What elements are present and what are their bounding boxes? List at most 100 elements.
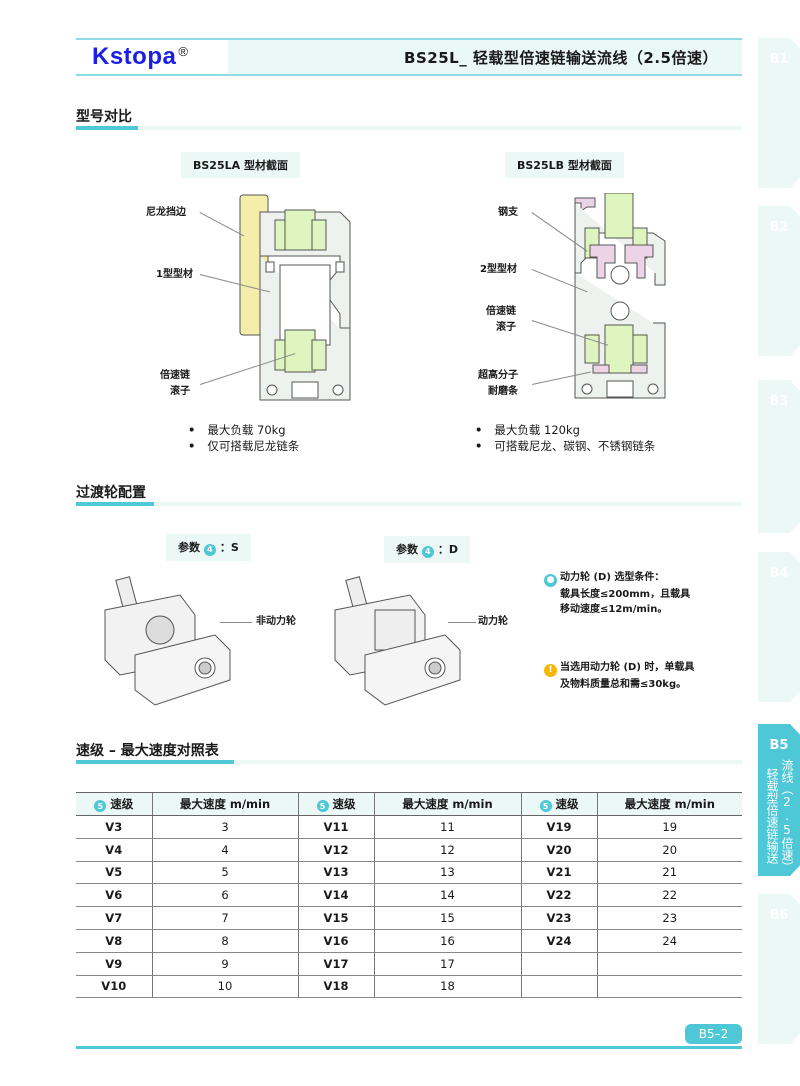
side-tab-b6[interactable]: B6 [758, 894, 800, 1044]
max-speed-cell [596, 975, 742, 999]
speed-level-cell: V8 [76, 929, 152, 953]
speed-level-cell: V16 [297, 929, 374, 953]
tip-powered-wheel-load: !当选用动力轮 (D) 时，单载具 及物料质量总和需≤30kg。 [544, 660, 694, 692]
speed-level-cell: V13 [297, 861, 374, 885]
max-speed-cell: 24 [596, 929, 742, 953]
max-speed-cell: 9 [151, 952, 298, 976]
callout-powered-wheel: 动力轮 [478, 616, 508, 627]
side-tab-b2[interactable]: B2 [758, 206, 800, 356]
speed-level-cell: V20 [520, 838, 597, 862]
max-speed-cell: 16 [373, 929, 521, 953]
section-speed-title: 速级 – 最大速度对照表 [76, 740, 742, 764]
callout-uhmw-wear-strip: 超高分子 耐磨条 [478, 370, 518, 397]
brand-logo: Kstopa® [92, 43, 189, 70]
non-powered-wheel-drawing [104, 576, 231, 706]
max-speed-cell: 11 [373, 815, 521, 839]
warning-icon: ! [544, 664, 557, 677]
max-speed-cell: 7 [151, 906, 298, 930]
section-compare-title: 型号对比 [76, 106, 742, 130]
speed-level-cell: V17 [297, 952, 374, 976]
max-speed-cell: 21 [596, 861, 742, 885]
max-speed-cell: 4 [151, 838, 298, 862]
max-speed-cell: 20 [596, 838, 742, 862]
side-tab-b5-title: 轻载型倍速链输送 流线（2.5倍速） [765, 759, 794, 873]
speed-level-cell [520, 952, 597, 976]
speed-level-cell: V19 [520, 815, 597, 839]
max-speed-cell: 22 [596, 883, 742, 908]
speed-level-cell: V24 [520, 929, 597, 953]
speed-level-cell: V15 [297, 906, 374, 930]
max-speed-cell: 18 [373, 975, 521, 999]
side-tab-b3[interactable]: B3 [758, 380, 800, 533]
powered-wheel-drawing [334, 576, 461, 706]
bs25la-specs: 最大负载 70kg 仅可搭载尼龙链条 [188, 422, 299, 454]
max-speed-cell: 6 [151, 883, 298, 908]
max-speed-cell: 12 [373, 838, 521, 862]
max-speed-cell: 10 [151, 975, 298, 999]
max-speed-cell: 14 [373, 883, 521, 908]
speed-level-cell: V11 [297, 815, 374, 839]
callout-non-powered-wheel: 非动力轮 [256, 616, 296, 627]
speed-level-cell: V4 [76, 838, 152, 862]
callout-chain-roller-left: 倍速链 滚子 [160, 370, 190, 397]
param-4-badge: 4 [421, 545, 434, 558]
speed-level-cell: V12 [297, 838, 374, 862]
footer-divider [76, 1046, 742, 1049]
callout-type1-profile: 1型型材 [156, 269, 193, 280]
speed-level-cell: V3 [76, 815, 152, 839]
param-4-badge: 4 [203, 543, 216, 556]
speed-level-cell [520, 975, 597, 999]
param-5-badge: 5 [316, 800, 329, 813]
speed-level-cell: V6 [76, 883, 152, 908]
page-header: Kstopa® BS25L_ 轻载型倍速链输送流线（2.5倍速） [76, 38, 742, 76]
speed-level-cell: V23 [520, 906, 597, 930]
option-s-caption: 参数 4：S [166, 534, 251, 561]
callout-nylon-edge: 尼龙挡边 [146, 207, 186, 218]
callout-type2-profile: 2型型材 [480, 264, 517, 275]
max-speed-cell: 8 [151, 929, 298, 953]
page-title: BS25L_ 轻载型倍速链输送流线（2.5倍速） [228, 40, 742, 74]
max-speed-cell: 17 [373, 952, 521, 976]
speed-level-cell: V22 [520, 883, 597, 908]
callout-chain-roller-right: 倍速链 滚子 [486, 306, 516, 333]
caption-bs25la: BS25LA 型材截面 [181, 152, 300, 178]
caption-bs25lb: BS25LB 型材截面 [505, 152, 624, 178]
speed-level-cell: V7 [76, 906, 152, 930]
page-number: B5–2 [685, 1024, 742, 1044]
max-speed-cell: 5 [151, 861, 298, 885]
side-tab-b4[interactable]: B4 [758, 552, 800, 702]
side-tab-b5[interactable]: B5 轻载型倍速链输送 流线（2.5倍速） [758, 724, 800, 876]
max-speed-cell: 15 [373, 906, 521, 930]
bs25la-profile-diagram [239, 194, 351, 401]
tip-powered-wheel-conditions: ●动力轮 (D) 选型条件： 载具长度≤200mm，且载具 移动速度≤12m/m… [544, 570, 690, 617]
speed-level-cell: V9 [76, 952, 152, 976]
speed-level-cell: V14 [297, 883, 374, 908]
bs25lb-specs: 最大负载 120kg 可搭载尼龙、碳钢、不锈钢链条 [475, 422, 655, 454]
side-tab-b1[interactable]: B1 [758, 38, 800, 188]
param-5-badge: 5 [94, 800, 107, 813]
max-speed-cell: 13 [373, 861, 521, 885]
speed-level-cell: V10 [76, 975, 152, 999]
speed-level-cell: V5 [76, 861, 152, 885]
speed-level-cell: V21 [520, 861, 597, 885]
speed-level-cell: V18 [297, 975, 374, 999]
section-transition-title: 过渡轮配置 [76, 482, 742, 506]
max-speed-cell: 23 [596, 906, 742, 930]
max-speed-cell [596, 952, 742, 976]
param-5-badge: 5 [539, 800, 552, 813]
callout-steel-support: 钢支 [498, 207, 518, 218]
max-speed-cell: 19 [596, 815, 742, 839]
max-speed-cell: 3 [151, 815, 298, 839]
lightbulb-icon: ● [544, 574, 557, 587]
bs25lb-profile-diagram [574, 193, 666, 399]
